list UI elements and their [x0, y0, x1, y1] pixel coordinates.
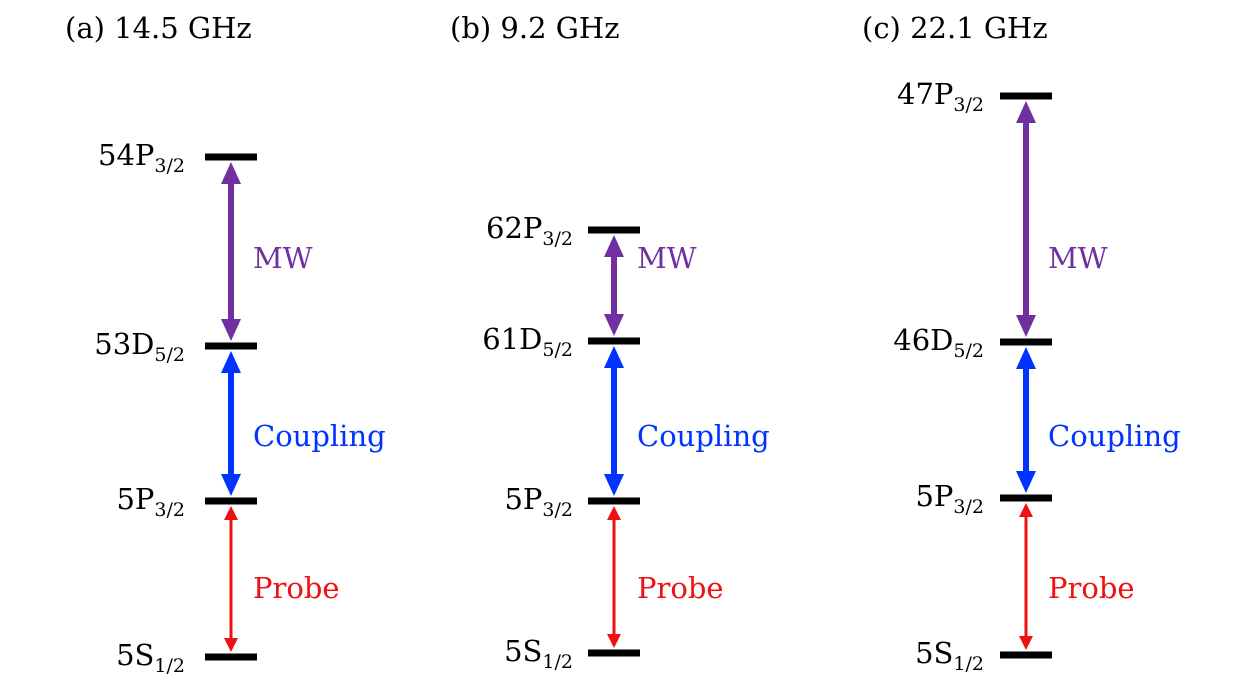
- level-name: 46D: [893, 323, 954, 357]
- level-name: 5P: [116, 482, 155, 516]
- level-subscript: 3/2: [542, 228, 573, 250]
- arrow-head-up-icon: [1016, 101, 1036, 123]
- level-name: 62P: [486, 211, 543, 245]
- arrow-head-down-icon: [221, 474, 241, 496]
- mw-transition-label: MW: [637, 241, 697, 275]
- arrow-head-down-icon: [224, 638, 238, 652]
- level-name: 5S: [116, 638, 155, 672]
- level-name: 5S: [504, 634, 543, 668]
- arrow-head-up-icon: [221, 351, 241, 373]
- coupling-transition-label: Coupling: [253, 419, 386, 453]
- arrow-head-up-icon: [604, 235, 624, 257]
- mw-transition-label: MW: [253, 241, 313, 275]
- arrow-head-down-icon: [221, 319, 241, 341]
- level-subscript: 3/2: [953, 496, 984, 518]
- arrow-head-up-icon: [221, 162, 241, 184]
- level-name: 61D: [482, 322, 543, 356]
- probe-transition-label: Probe: [637, 571, 724, 605]
- probe-transition-label: Probe: [1048, 571, 1135, 605]
- energy-level-label: 5S1/2: [25, 641, 185, 676]
- energy-level-label: 5P3/2: [413, 485, 573, 520]
- energy-level-label: 5P3/2: [824, 482, 984, 517]
- arrow-head-up-icon: [224, 506, 238, 520]
- energy-level-label: 5S1/2: [413, 637, 573, 672]
- arrow-head-up-icon: [604, 346, 624, 368]
- level-subscript: 1/2: [154, 655, 185, 677]
- arrow-head-up-icon: [1016, 347, 1036, 369]
- level-name: 54P: [98, 138, 155, 172]
- energy-level-label: 62P3/2: [413, 214, 573, 249]
- level-subscript: 5/2: [542, 339, 573, 361]
- arrow-head-down-icon: [1019, 636, 1033, 650]
- panel-title: (c) 22.1 GHz: [862, 11, 1048, 45]
- level-name: 53D: [94, 327, 155, 361]
- arrow-head-up-icon: [1019, 503, 1033, 517]
- energy-level-label: 53D5/2: [25, 330, 185, 365]
- level-name: 5S: [915, 636, 954, 670]
- mw-transition-label: MW: [1048, 241, 1108, 275]
- energy-level-label: 61D5/2: [413, 325, 573, 360]
- level-subscript: 5/2: [154, 344, 185, 366]
- level-subscript: 3/2: [154, 155, 185, 177]
- arrow-head-up-icon: [607, 506, 621, 520]
- level-name: 5P: [915, 479, 954, 513]
- arrow-head-down-icon: [607, 634, 621, 648]
- level-subscript: 1/2: [542, 651, 573, 673]
- level-subscript: 5/2: [953, 340, 984, 362]
- arrow-head-down-icon: [604, 314, 624, 336]
- panel-title: (b) 9.2 GHz: [450, 11, 620, 45]
- level-subscript: 3/2: [953, 94, 984, 116]
- panel-title: (a) 14.5 GHz: [65, 11, 252, 45]
- level-name: 5P: [504, 482, 543, 516]
- energy-level-label: 5S1/2: [824, 639, 984, 674]
- energy-level-label: 47P3/2: [824, 80, 984, 115]
- coupling-transition-label: Coupling: [1048, 419, 1181, 453]
- energy-level-label: 54P3/2: [25, 141, 185, 176]
- energy-level-label: 5P3/2: [25, 485, 185, 520]
- arrow-head-down-icon: [604, 474, 624, 496]
- level-subscript: 3/2: [154, 499, 185, 521]
- level-name: 47P: [897, 77, 954, 111]
- level-subscript: 1/2: [953, 653, 984, 675]
- arrow-head-down-icon: [1016, 315, 1036, 337]
- energy-level-label: 46D5/2: [824, 326, 984, 361]
- coupling-transition-label: Coupling: [637, 419, 770, 453]
- level-subscript: 3/2: [542, 499, 573, 521]
- probe-transition-label: Probe: [253, 571, 340, 605]
- arrow-head-down-icon: [1016, 471, 1036, 493]
